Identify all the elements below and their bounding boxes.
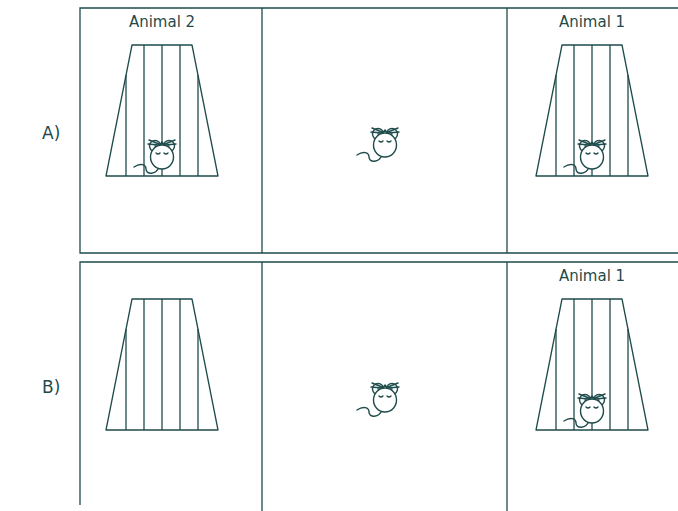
empty-cage — [106, 299, 218, 430]
caged-mouse — [564, 394, 606, 427]
animal-label: Animal 2 — [102, 12, 222, 32]
caged-mouse — [564, 140, 606, 173]
cage-bar — [143, 45, 144, 176]
animal-label: Animal 1 — [532, 266, 652, 286]
chamber-divider — [261, 8, 262, 253]
cage-bar — [627, 329, 628, 430]
cage-bar — [125, 75, 126, 176]
row-label: A) — [42, 123, 60, 143]
cage-bar — [161, 299, 162, 430]
cage-lines — [536, 299, 648, 430]
chamber-row-b — [80, 262, 678, 505]
chamber-frames — [80, 8, 678, 511]
cage-bar — [555, 329, 556, 430]
cage-bar — [179, 45, 180, 176]
cage-bar — [143, 299, 144, 430]
cage-bar — [555, 75, 556, 176]
chamber-divider — [261, 262, 262, 511]
cage-shape — [532, 297, 652, 433]
free-mouse — [357, 128, 399, 161]
cage-bar — [197, 329, 198, 430]
cage-bar — [627, 75, 628, 176]
cage-bar — [609, 45, 610, 176]
cage-outline — [536, 299, 648, 430]
cage-outline — [106, 299, 218, 430]
animal-label: Animal 1 — [532, 12, 652, 32]
cage-bar — [179, 299, 180, 430]
cage-shape — [102, 43, 222, 179]
animal-cage: Animal 1 — [532, 12, 652, 178]
cage-lines — [106, 45, 218, 176]
chamber-divider — [506, 262, 507, 511]
cage-shape — [532, 43, 652, 179]
cage-bar — [197, 75, 198, 176]
cage-lines — [536, 45, 648, 176]
cage-outline — [536, 45, 648, 176]
free-mouse — [357, 383, 399, 416]
animal-cage: Animal 1 — [532, 266, 652, 432]
chamber-row-a — [80, 8, 678, 253]
cage-bar — [125, 329, 126, 430]
cage-bar — [609, 299, 610, 430]
cage-outline — [106, 45, 218, 176]
cage-bar — [573, 299, 574, 430]
caged-mouse — [134, 140, 176, 173]
chamber-divider — [506, 8, 507, 253]
animal-cage: Animal 2 — [102, 12, 222, 178]
row-label: B) — [42, 377, 60, 397]
cage-bar — [573, 45, 574, 176]
